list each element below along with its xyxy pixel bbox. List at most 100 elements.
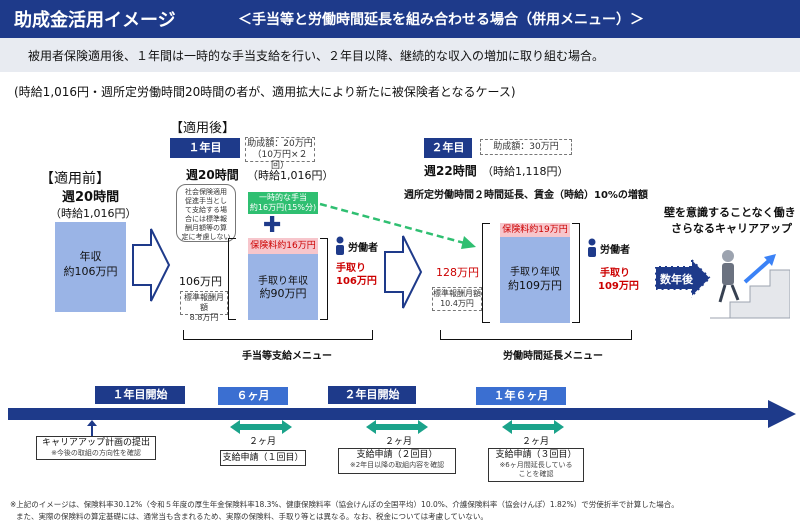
year1-menu-brace bbox=[183, 330, 373, 340]
grant2-box: 助成額：30万円 bbox=[480, 139, 572, 155]
page-subtitle: ＜手当等と労働時間延長を組み合わせる場合（併用メニュー）＞ bbox=[238, 12, 644, 28]
note-line: 定に考慮しない bbox=[181, 233, 231, 241]
year2-menu-brace bbox=[440, 330, 632, 340]
year2-worker-label: 労働者 bbox=[600, 245, 630, 256]
year1-left-brace bbox=[228, 238, 236, 320]
plus-icon: ✚ bbox=[263, 213, 282, 238]
career-line1: 壁を意識することなく働き bbox=[664, 206, 796, 219]
before-income-bar: 年収 約106万円 bbox=[55, 222, 126, 312]
box4-line2: ※6ヶ月間延長している bbox=[499, 461, 573, 469]
year1-income: 106万円 bbox=[179, 275, 222, 288]
application3-box: 支給申請（３回目） ※6ヶ月間延長している ことを確認 bbox=[488, 448, 584, 482]
note-line: 社会保険適用 bbox=[185, 188, 227, 196]
allowance-transition-arrow bbox=[319, 202, 476, 249]
span-label: ２ヶ月 bbox=[385, 437, 413, 447]
box4-line1: 支給申請（３回目） bbox=[495, 450, 577, 460]
social-insurance-note: 社会保険適用 促進手当とし て支給する場 合には標準報 酬月額等の算 定に考慮し… bbox=[176, 184, 236, 242]
year1-insurance-bar: 保険料約16万円 bbox=[248, 238, 318, 254]
after-label: 【適用後】 bbox=[170, 121, 236, 136]
year1-std-box: 標準報酬月額 8.8万円 bbox=[180, 291, 228, 322]
career-plan-box: キャリアアップ計画の提出 ※今後の取組の方向性を確認 bbox=[36, 436, 156, 460]
box3-line2: ※2年目以降の取組内容を確認 bbox=[349, 461, 445, 469]
milestone-year2-start: ２年目開始 bbox=[328, 386, 416, 404]
note-line: 合には標準報 bbox=[185, 215, 227, 223]
year1-wage: （時給1,016円） bbox=[247, 169, 334, 182]
year2-menu-label: 労働時間延長メニュー bbox=[503, 351, 603, 362]
year2-tedori-value: 109万円 bbox=[598, 281, 639, 292]
temporary-allowance-box: 一時的な手当 約16万円(15%分) bbox=[248, 192, 318, 214]
application1-box: 支給申請（１回目） bbox=[220, 450, 306, 466]
years-later-label: 数年後 bbox=[660, 273, 693, 286]
allowance-line1: 一時的な手当 bbox=[259, 193, 307, 202]
note-line: て支給する場 bbox=[185, 206, 227, 214]
span-arrow-icon bbox=[230, 420, 292, 434]
case-description: (時給1,016円・週所定労働時間20時間の者が、適用拡大により新たに被保険者と… bbox=[14, 85, 516, 99]
note-line: 促進手当とし bbox=[185, 197, 227, 205]
year2-std-box: 標準報酬月額 10.4万円 bbox=[432, 287, 482, 311]
year1-std-line2: 8.8万円 bbox=[189, 313, 219, 322]
year2-std-line1: 標準報酬月額 bbox=[433, 289, 481, 298]
year2-takehome-line2: 約109万円 bbox=[508, 279, 562, 292]
span-label: ２ヶ月 bbox=[522, 437, 550, 447]
span-label: ２ヶ月 bbox=[249, 437, 277, 447]
footnote-line1: ※上記のイメージは、保険料率30.12%（令和５年度の厚生年金保険料率18.3%… bbox=[10, 500, 679, 509]
grant1-line1: 助成額：20万円 bbox=[247, 139, 313, 149]
arrow-years-later bbox=[654, 258, 713, 298]
year2-takehome-line1: 手取り年収 bbox=[510, 267, 560, 278]
worker-icon bbox=[588, 238, 596, 257]
year1-hours: 週20時間 bbox=[186, 168, 239, 182]
grant1-box: 助成額：20万円 （10万円×２回） bbox=[245, 137, 315, 171]
year2-right-brace bbox=[572, 223, 580, 323]
span-arrow-icon bbox=[366, 420, 428, 434]
page-title: 助成金活用イメージ bbox=[14, 10, 176, 31]
milestone-6months: ６ヶ月 bbox=[218, 387, 288, 405]
box4-line3: ことを確認 bbox=[518, 470, 554, 478]
milestone-year1-start: １年目開始 bbox=[95, 386, 185, 404]
year1-takehome-bar: 手取り年収 約90万円 bbox=[248, 254, 318, 320]
arrow-year1-year2 bbox=[384, 235, 423, 309]
footnote-line2: また、実際の保険料の算定基礎には、通常当も含まれるため、実際の保険料、手取り等と… bbox=[16, 512, 488, 521]
allowance-line2: 約16万円(15%分) bbox=[249, 203, 317, 212]
up-arrow-icon bbox=[87, 420, 97, 436]
summary-text: 被用者保険適用後、１年間は一時的な手当支給を行い、２年目以降、継続的な収入の増加… bbox=[28, 49, 605, 63]
note-line: 酬月額等の算 bbox=[185, 224, 227, 232]
year1-takehome-line1: 手取り年収 bbox=[258, 276, 308, 287]
year2-tedori-label: 手取り bbox=[600, 268, 630, 279]
span-arrow-icon bbox=[502, 420, 564, 434]
year2-std-line2: 10.4万円 bbox=[440, 299, 474, 308]
box1-line1: キャリアアップ計画の提出 bbox=[41, 438, 150, 448]
year2-badge: ２年目 bbox=[424, 138, 472, 158]
year1-std-line1: 標準報酬月額 bbox=[184, 293, 224, 312]
year1-menu-label: 手当等支給メニュー bbox=[242, 351, 332, 362]
milestone-18months: １年６ヶ月 bbox=[476, 387, 566, 405]
year2-income: 128万円 bbox=[436, 266, 479, 279]
arrow-before-after bbox=[132, 228, 171, 302]
before-hours: 週20時間 bbox=[62, 190, 120, 205]
year2-left-brace bbox=[482, 223, 490, 323]
career-line2: さらなるキャリアアップ bbox=[671, 222, 792, 235]
box1-line2: ※今後の取組の方向性を確認 bbox=[51, 449, 141, 457]
year2-insurance-bar: 保険料約19万円 bbox=[500, 223, 570, 237]
grant1-line2: （10万円×２回） bbox=[252, 150, 308, 171]
year1-tedori-value: 106万円 bbox=[336, 276, 377, 287]
before-bar-line1: 年収 bbox=[79, 250, 102, 263]
before-label: 【適用前】 bbox=[40, 171, 110, 187]
before-bar-line2: 約106万円 bbox=[63, 265, 118, 278]
header-bar: 助成金活用イメージ ＜手当等と労働時間延長を組み合わせる場合（併用メニュー）＞ bbox=[0, 0, 800, 38]
career-stairs-illustration bbox=[710, 250, 790, 319]
timeline-arrow bbox=[8, 400, 796, 428]
summary-band: 被用者保険適用後、１年間は一時的な手当支給を行い、２年目以降、継続的な収入の増加… bbox=[0, 38, 800, 72]
year2-takehome-bar: 手取り年収 約109万円 bbox=[500, 237, 570, 323]
year1-right-brace bbox=[320, 238, 328, 320]
application2-box: 支給申請（２回目） ※2年目以降の取組内容を確認 bbox=[338, 448, 456, 474]
box3-line1: 支給申請（２回目） bbox=[356, 450, 438, 460]
year2-hours: 週22時間 bbox=[424, 164, 477, 178]
year2-wage: （時給1,118円） bbox=[482, 165, 569, 178]
worker-icon bbox=[336, 236, 344, 255]
year1-tedori-label: 手取り bbox=[336, 263, 366, 274]
year2-extension-text: 週所定労働時間２時間延長、賃金（時給）10%の増額 bbox=[404, 190, 648, 201]
year1-takehome-line2: 約90万円 bbox=[259, 287, 307, 300]
year1-worker-label: 労働者 bbox=[348, 243, 378, 254]
year1-badge: １年目 bbox=[170, 138, 240, 158]
before-wage: （時給1,016円） bbox=[50, 207, 137, 220]
